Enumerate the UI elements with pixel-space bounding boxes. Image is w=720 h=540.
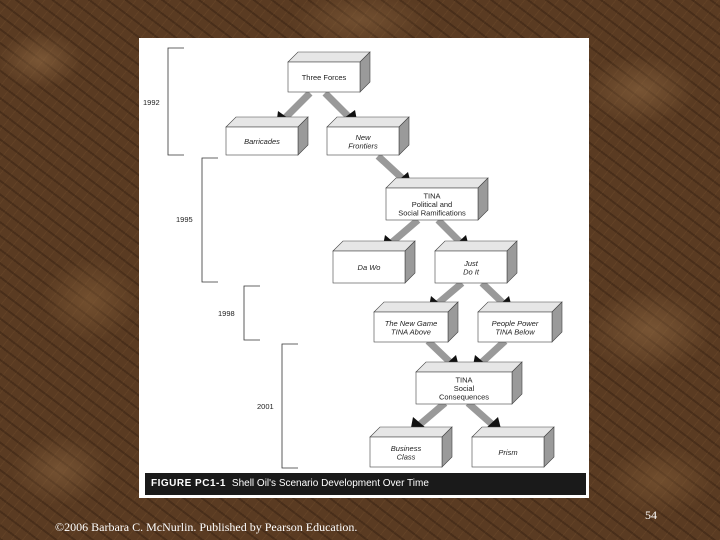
node-label-three-forces-0: Three Forces [302,73,347,82]
figure-caption: FIGURE PC1-1 Shell Oil's Scenario Develop… [145,473,586,495]
node-label-new-frontiers-1: Frontiers [348,141,378,150]
bracket-2001 [281,343,298,469]
figure-caption-title: Shell Oil's Scenario Development Over Ti… [231,478,429,489]
node-label-people-power-1: TINA Below [495,327,535,336]
node-label-da-wo-0: Da Wo [358,263,381,272]
node-label-business-class-0: Business [391,444,422,453]
node-da-wo: Da Wo [332,240,416,284]
node-label-just-do-it-0: Just [463,259,479,268]
node-three-forces: Three Forces [287,51,371,93]
year-label-1998: 1998 [218,309,235,318]
node-label-business-class-1: Class [397,452,416,461]
node-label-tina-social-2: Consequences [439,393,489,402]
node-label-tina-social-1: Social [454,384,475,393]
figure-caption-label: FIGURE PC1-1 [151,478,226,489]
node-label-tina-political-0: TINA [423,192,440,201]
node-label-tina-social-0: TINA [455,376,472,385]
node-label-tina-political-1: Political and [412,200,452,209]
node-label-new-game-1: TINA Above [391,327,431,336]
copyright-footer: ©2006 Barbara C. McNurlin. Published by … [55,520,358,534]
page-number: 54 [645,508,657,522]
bracket-1992 [167,47,184,156]
year-label-1995: 1995 [176,215,193,224]
node-label-just-do-it-1: Do It [463,267,480,276]
year-label-2001: 2001 [257,402,274,411]
node-label-tina-political-2: Social Ramifications [398,209,466,218]
node-prism: Prism [471,426,555,468]
node-barricades: Barricades [225,116,309,156]
node-label-new-frontiers-0: New [355,133,371,142]
node-label-prism-0: Prism [498,448,517,457]
bracket-1995 [201,157,218,283]
node-label-new-game-0: The New Game [385,319,438,328]
node-label-barricades-0: Barricades [244,137,280,146]
bracket-1998 [243,285,260,341]
year-label-1992: 1992 [143,98,160,107]
node-label-people-power-0: People Power [492,319,539,328]
